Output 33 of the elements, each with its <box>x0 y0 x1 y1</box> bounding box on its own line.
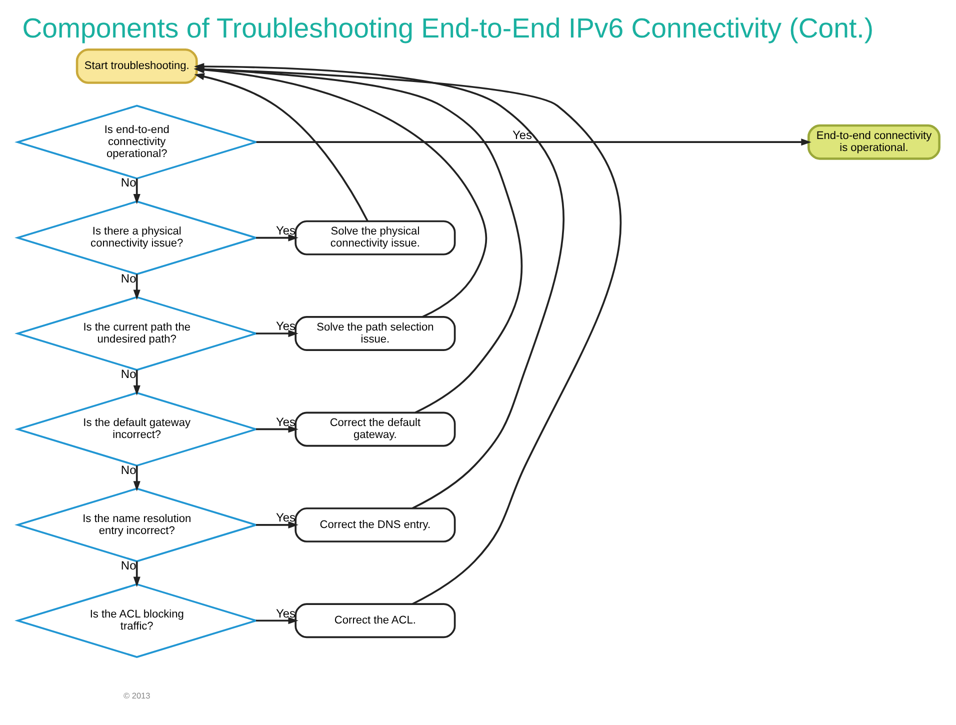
node-box: Solve the physical connectivity issue. <box>294 220 456 256</box>
node-diamond: Is the ACL blocking traffic? <box>14 583 259 658</box>
node-box: Correct the DNS entry. <box>294 507 456 542</box>
edge-label: Yes <box>276 606 296 620</box>
arrow <box>256 617 298 624</box>
node-diamond: Is the current path the undesired path? <box>14 296 259 371</box>
arrow <box>256 426 298 433</box>
node-box: Solve the path selection issue. <box>294 316 456 351</box>
arrow <box>132 178 140 204</box>
arrow <box>132 274 140 300</box>
diagram-title: Components of Troubleshooting End-to-End IPv6 Connectivity (Cont.) <box>22 12 874 44</box>
node-diamond: Is end-to-end connectivity operational? <box>14 104 259 180</box>
node-diamond: Is the default gateway incorrect? <box>14 392 259 467</box>
arrow <box>256 234 298 242</box>
arrow <box>194 73 368 222</box>
edge-label: Yes <box>512 128 532 142</box>
node-diamond: Is there a physical connectivity issue? <box>14 200 259 276</box>
arrow <box>256 330 298 338</box>
arrow <box>132 561 140 587</box>
node-diamond: Is the name resolution entry incorrect? <box>14 488 259 562</box>
node-box: End-to-end connectivity is operational. <box>807 124 940 160</box>
edge-label: Yes <box>276 223 296 238</box>
arrow <box>256 521 298 528</box>
node-box: Start troubleshooting. <box>75 48 198 84</box>
edge-label: Yes <box>276 319 296 334</box>
label: © 2013 <box>122 692 150 701</box>
arrow <box>132 370 140 396</box>
node-box: Correct the ACL. <box>294 603 456 638</box>
node-box: Correct the default gateway. <box>294 412 456 447</box>
arrow <box>132 466 140 492</box>
edge-label: Yes <box>276 510 296 525</box>
arrow <box>256 138 811 146</box>
edge-label: Yes <box>276 414 296 429</box>
